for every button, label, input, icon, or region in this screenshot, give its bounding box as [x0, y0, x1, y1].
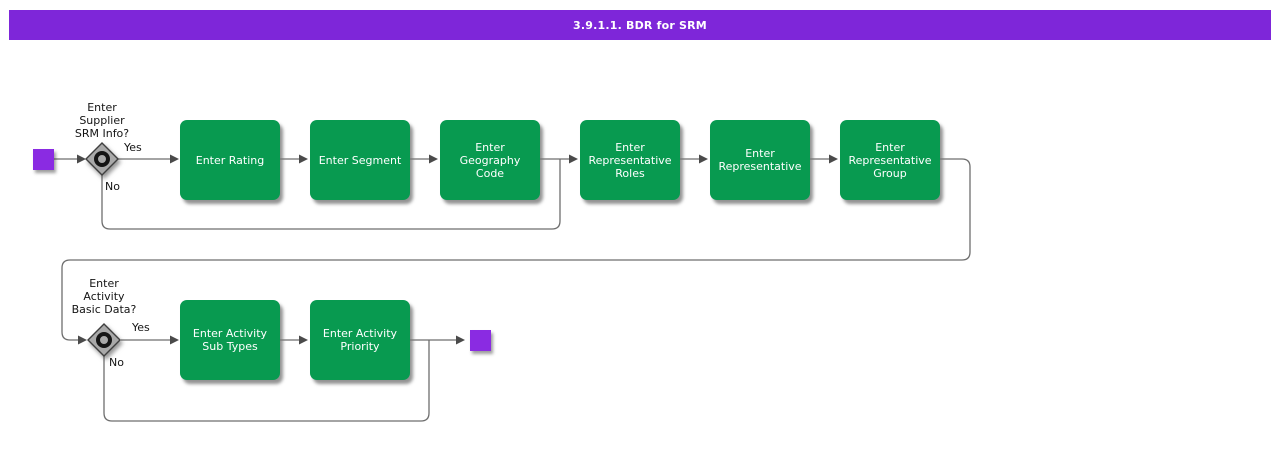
activity-enter-representative: Enter Representative [710, 120, 810, 200]
connector-decision1-no-bypass [101, 159, 561, 230]
arrowhead-to-decision1 [77, 154, 86, 164]
decision1-diamond [85, 142, 119, 176]
arrowhead-to-rating [170, 154, 179, 164]
decision2-yes-label: Yes [132, 321, 150, 334]
arrowhead-to-roles [569, 154, 578, 164]
decision2-no-label: No [109, 356, 124, 369]
diagram-title: 3.9.1.1. BDR for SRM [573, 18, 707, 32]
decision2-merge-circle-icon [96, 332, 112, 348]
arrowhead-to-geography [429, 154, 438, 164]
decision1-no-label: No [105, 180, 120, 193]
activity-enter-segment: Enter Segment [310, 120, 410, 200]
decision1-question: Enter Supplier SRM Info? [74, 101, 130, 140]
decision1-merge-circle-icon [94, 151, 110, 167]
arrowhead-to-representative [699, 154, 708, 164]
arrowhead-to-end [456, 335, 465, 345]
arrowhead-to-priority [299, 335, 308, 345]
activity-enter-representative-roles: Enter Representative Roles [580, 120, 680, 200]
arrowhead-to-decision2 [78, 335, 87, 345]
arrowhead-to-subtypes [170, 335, 179, 345]
title-bar: 3.9.1.1. BDR for SRM [9, 10, 1271, 40]
decision2-question: Enter Activity Basic Data? [71, 277, 137, 316]
arrowhead-to-group [829, 154, 838, 164]
decision2-diamond [87, 323, 121, 357]
connector-decision2-no-bypass [103, 340, 430, 422]
arrowhead-to-segment [299, 154, 308, 164]
activity-enter-representative-group: Enter Representative Group [840, 120, 940, 200]
start-node [33, 149, 54, 170]
activity-enter-geography-code: Enter Geography Code [440, 120, 540, 200]
decision1-yes-label: Yes [124, 141, 142, 154]
activity-enter-rating: Enter Rating [180, 120, 280, 200]
connector-row1-to-decision2 [61, 158, 971, 341]
activity-enter-activity-sub-types: Enter Activity Sub Types [180, 300, 280, 380]
end-node [470, 330, 491, 351]
activity-enter-activity-priority: Enter Activity Priority [310, 300, 410, 380]
